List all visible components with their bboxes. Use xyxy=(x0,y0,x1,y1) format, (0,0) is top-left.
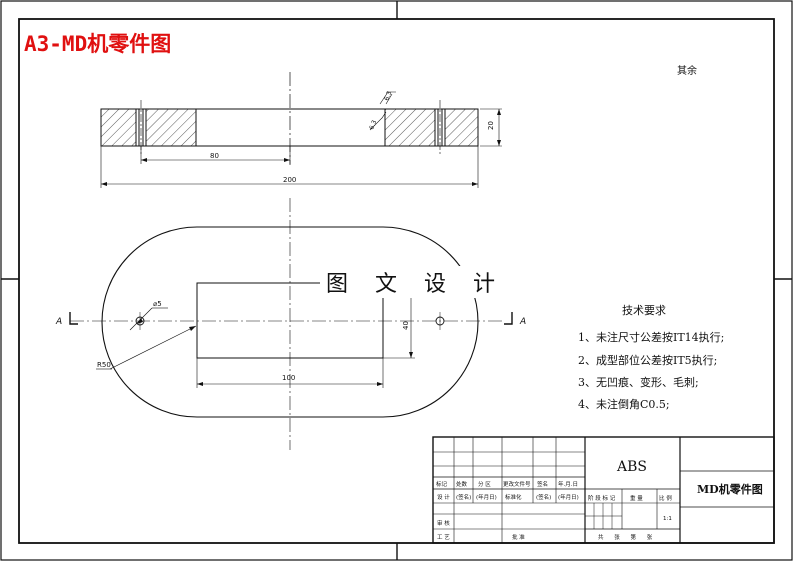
dim-hole-diameter: ⌀5 xyxy=(153,300,162,308)
rev-header-date: 年.月.日 xyxy=(558,480,578,488)
plan-view xyxy=(70,198,505,450)
sign-standard-sign: (签名) xyxy=(536,493,551,501)
review-label: 审 核 xyxy=(437,519,450,527)
rev-header-mark: 标记 xyxy=(436,480,448,488)
dim-slot-length: 100 xyxy=(282,374,295,382)
tech-requirement-4: 4、未注倒角C0.5; xyxy=(578,397,670,411)
scale-value: 1:1 xyxy=(663,516,672,522)
section-view xyxy=(100,72,479,165)
dim-thickness: 20 xyxy=(487,121,495,130)
sign-standard-date: (年月日) xyxy=(558,493,579,501)
plan-dimensions xyxy=(96,282,415,388)
section-marker-right: A xyxy=(519,317,526,327)
tech-requirement-1: 1、未注尺寸公差按IT14执行; xyxy=(578,330,724,344)
material-text: ABS xyxy=(616,459,647,475)
surface-note: 其余 xyxy=(677,64,697,77)
weight-header: 重 量 xyxy=(630,494,643,502)
tech-requirements: 技术要求 1、未注尺寸公差按IT14执行; 2、成型部位公差按IT5执行; 3、… xyxy=(578,304,724,411)
section-marker-arrows xyxy=(69,312,513,325)
sign-design-sign: (签名) xyxy=(456,493,471,501)
scale-header: 比 例 xyxy=(659,494,672,502)
rev-header-count: 处数 xyxy=(456,480,468,488)
tech-requirements-title: 技术要求 xyxy=(622,304,666,317)
stage-header: 阶 段 标 记 xyxy=(588,494,616,502)
dim-hole-spacing: 80 xyxy=(210,152,219,160)
sign-design: 设 计 xyxy=(437,493,450,501)
tech-requirement-2: 2、成型部位公差按IT5执行; xyxy=(578,353,717,367)
watermark-text: 图 文 设 计 xyxy=(320,266,511,298)
dim-end-radius: R50 xyxy=(97,361,111,369)
drawing-banner-title: A3-MD机零件图 xyxy=(24,32,172,56)
title-block-text: 标记 处数 分 区 更改文件号 签名 年.月.日 设 计 (签名) (年月日) … xyxy=(436,459,763,541)
roughness-mark-left: 6.3 xyxy=(368,119,378,131)
sign-standard: 标准化 xyxy=(505,493,522,501)
sheet-count: 共 张 第 张 xyxy=(598,533,653,541)
section-dim-arrows xyxy=(101,109,501,186)
section-marker-left: A xyxy=(55,317,62,327)
dim-slot-width: 40 xyxy=(402,321,410,330)
section-dimensions xyxy=(100,91,502,188)
rev-header-sign: 签名 xyxy=(537,480,548,488)
approve-label: 批 准 xyxy=(512,533,525,541)
title-block xyxy=(432,436,775,544)
roughness-mark-top: 6.3 xyxy=(383,90,393,102)
dim-overall-length: 200 xyxy=(283,176,296,184)
process-label: 工 艺 xyxy=(437,534,450,541)
part-name: MD机零件图 xyxy=(697,482,763,496)
sign-design-date: (年月日) xyxy=(476,493,497,501)
tech-requirement-3: 3、无凹痕、变形、毛刺; xyxy=(578,375,699,389)
rev-header-zone: 分 区 xyxy=(478,480,491,488)
rev-header-doc: 更改文件号 xyxy=(503,480,531,488)
